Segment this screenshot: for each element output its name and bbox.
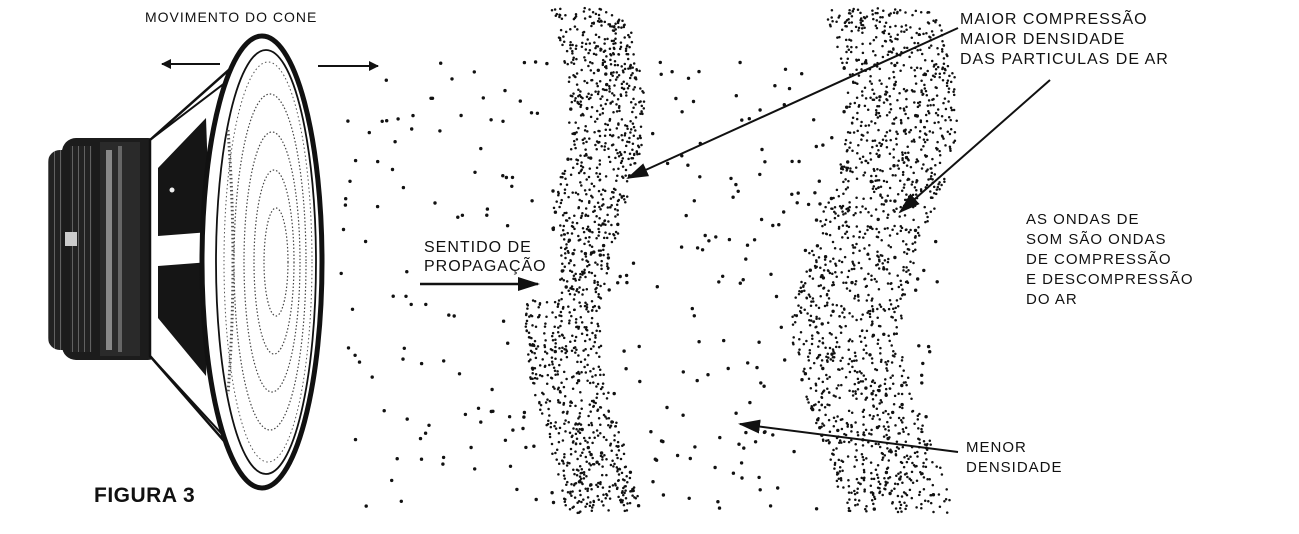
propagation-label: SENTIDO DE PROPAGAÇÃO — [424, 238, 547, 276]
speaker-magnet — [48, 138, 162, 360]
sound-waves-label: AS ONDAS DE SOM SÃO ONDAS DE COMPRESSÃO … — [1026, 210, 1194, 310]
sound-waves-line-3: DE COMPRESSÃO — [1026, 251, 1172, 268]
compression-pointer-2 — [898, 79, 1051, 214]
speaker-cone — [199, 33, 325, 491]
lower-density-pointer — [738, 419, 959, 453]
propagation-line-1: SENTIDO DE — [424, 239, 532, 256]
propagation-line-2: PROPAGAÇÃO — [424, 258, 547, 275]
lower-density-label: MENOR DENSIDADE — [966, 438, 1063, 478]
sound-waves-line-2: SOM SÃO ONDAS — [1026, 231, 1167, 248]
compression-line-3: DAS PARTICULAS DE AR — [960, 51, 1169, 68]
sound-waves-line-5: DO AR — [1026, 291, 1078, 308]
compression-line-1: MAIOR COMPRESSÃO — [960, 11, 1148, 28]
sound-waves-line-4: E DESCOMPRESSÃO — [1026, 271, 1194, 288]
lower-density-line-1: MENOR — [966, 439, 1027, 456]
compression-line-2: MAIOR DENSIDADE — [960, 31, 1126, 48]
lower-density-line-2: DENSIDADE — [966, 459, 1063, 476]
compression-pointer-1 — [626, 27, 959, 179]
compression-label: MAIOR COMPRESSÃO MAIOR DENSIDADE DAS PAR… — [960, 10, 1169, 70]
sound-waves-line-1: AS ONDAS DE — [1026, 211, 1140, 228]
basket-window-bottom — [158, 262, 210, 376]
figure-caption: FIGURA 3 — [94, 484, 196, 507]
basket-window-top — [158, 118, 210, 236]
loudspeaker — [48, 33, 325, 491]
cone-movement-label: MOVIMENTO DO CONE — [145, 9, 318, 25]
